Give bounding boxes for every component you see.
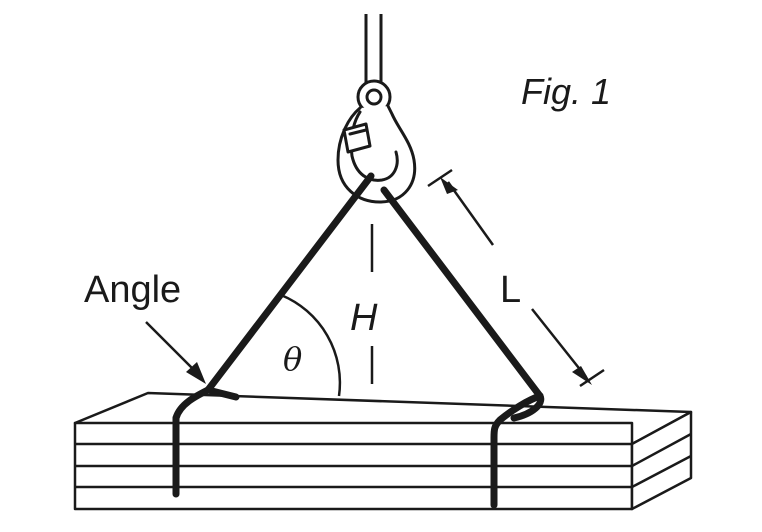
sling-wrap-left: [172, 386, 240, 498]
figure-caption: Fig. 1: [521, 71, 611, 112]
theta-label: θ: [283, 340, 302, 378]
wire-rope-icon: [364, 14, 383, 92]
arrow-icon: [145, 321, 206, 384]
sling-leg-right: [380, 186, 544, 400]
length-label: L: [500, 269, 521, 311]
sling-wrap-right: [490, 392, 545, 509]
height-label: H: [350, 297, 378, 339]
length-dimension: [427, 168, 605, 388]
angle-label: Angle: [84, 269, 181, 311]
angle-arc: [280, 293, 342, 397]
lumber-bundle-icon: [73, 391, 693, 511]
sling-leg-left: [204, 172, 375, 394]
crane-hook-icon: [336, 79, 417, 204]
